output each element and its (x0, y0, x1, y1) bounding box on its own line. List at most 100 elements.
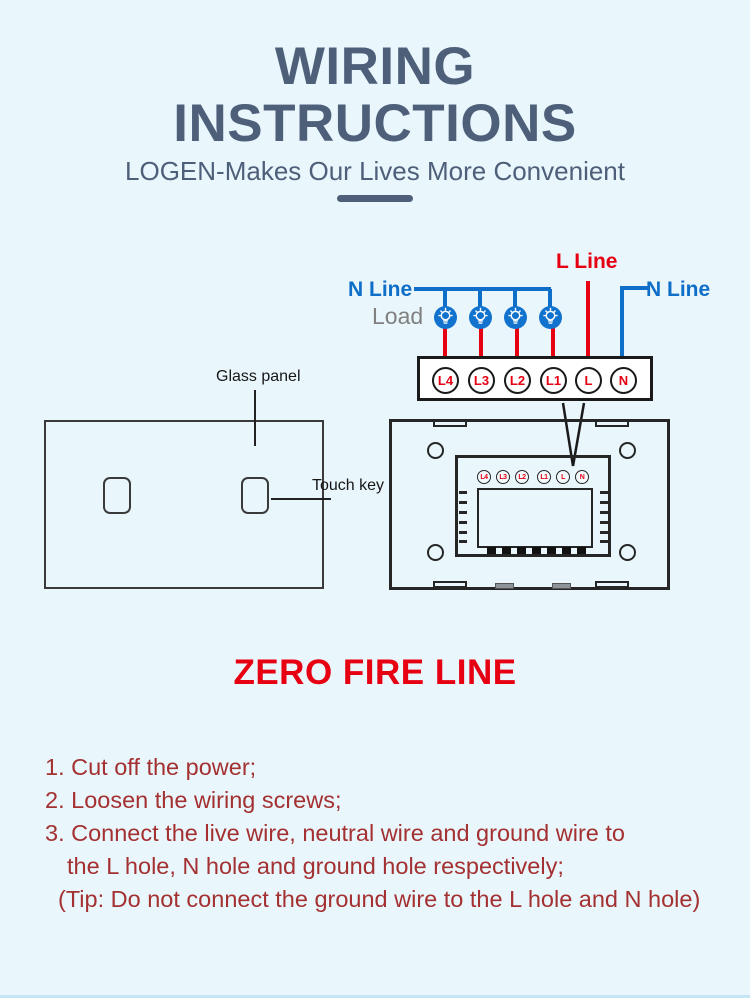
bulb-glyph (543, 307, 558, 324)
page-subtitle: LOGEN-Makes Our Lives More Convenient (125, 156, 625, 186)
step-3: 3. Connect the live wire, neutral wire a… (45, 820, 625, 846)
live-wire (586, 281, 590, 369)
terminal-l2-label: L2 (509, 373, 526, 388)
heatsink-fin (459, 531, 467, 534)
load-wire-l3 (479, 328, 483, 369)
instruction-steps: 1. Cut off the power; 2. Loosen the wiri… (45, 751, 725, 916)
glass-panel-label: Glass panel (216, 368, 301, 385)
clip-tab (495, 583, 514, 589)
terminal-l: L (575, 367, 602, 394)
terminal-l1: L1 (540, 367, 567, 394)
step-3-continued: the L hole, N hole and ground hole respe… (67, 853, 564, 879)
neutral-wire-right-horizontal (620, 286, 648, 290)
switch-back-view (389, 419, 670, 590)
module-terminal-n: N (575, 470, 589, 484)
load-wire-l4 (443, 328, 447, 369)
module-terminal-l3: L3 (496, 470, 510, 484)
neutral-drop-wire (478, 289, 482, 309)
neutral-wire-right-vertical (620, 286, 624, 368)
touch-key-leader-line (271, 498, 331, 500)
light-bulb-icon (434, 306, 457, 329)
module-terminal-l2-label: L2 (518, 473, 526, 481)
light-bulb-icon (469, 306, 492, 329)
module-terminal-l1-label: L1 (540, 473, 548, 481)
heatsink-fin (459, 540, 467, 543)
module-terminal-l2: L2 (515, 470, 529, 484)
light-bulb-icon (504, 306, 527, 329)
touch-key-left (103, 477, 131, 514)
terminal-l-label: L (584, 373, 593, 388)
connector-pin (562, 547, 571, 554)
glass-panel-leader-line (254, 390, 256, 446)
connector-pin (517, 547, 526, 554)
terminal-l1-label: L1 (545, 373, 562, 388)
terminal-l3: L3 (468, 367, 495, 394)
neutral-drop-wire (443, 289, 447, 309)
glass-panel-front-view (44, 420, 324, 589)
neutral-drop-wire (548, 289, 552, 309)
connector-pin (487, 547, 496, 554)
connector-pin (502, 547, 511, 554)
module-terminal-n-label: N (579, 473, 585, 481)
module-terminal-l4: L4 (477, 470, 491, 484)
zero-fire-line-heading: ZERO FIRE LINE (233, 653, 517, 692)
page-title: WIRING INSTRUCTIONS (0, 38, 750, 152)
screw-hole (427, 544, 444, 561)
bulb-glyph (438, 307, 453, 324)
heatsink-fin (600, 491, 608, 494)
l-line-label: L Line (556, 250, 618, 273)
terminal-l3-label: L3 (473, 373, 490, 388)
light-bulb-icon (539, 306, 562, 329)
n-line-left-label: N Line (348, 278, 413, 301)
bottom-strip (0, 995, 750, 998)
heatsink-fin (600, 531, 608, 534)
module-terminal-l1: L1 (537, 470, 551, 484)
mounting-tab (433, 581, 467, 588)
connector-pin (577, 547, 586, 554)
terminal-l2: L2 (504, 367, 531, 394)
terminal-l4-label: L4 (437, 373, 454, 388)
bulb-glyph (508, 307, 523, 324)
heatsink-fin (459, 491, 467, 494)
load-label: Load (372, 303, 424, 329)
heatsink-fin (600, 511, 608, 514)
mounting-tab (433, 420, 467, 427)
clip-tab (552, 583, 571, 589)
terminal-n: N (610, 367, 637, 394)
heatsink-fin (459, 521, 467, 524)
heatsink-fin (459, 511, 467, 514)
screw-hole (427, 442, 444, 459)
touch-key-right (241, 477, 269, 514)
step-1: 1. Cut off the power; (45, 754, 257, 780)
module-terminal-l4-label: L4 (480, 473, 488, 481)
heatsink-fin (600, 501, 608, 504)
load-wire-l1 (551, 328, 555, 369)
page-title-line1: WIRING (274, 37, 476, 96)
mounting-tab (595, 581, 629, 588)
neutral-bus-wire (414, 287, 551, 291)
step-tip: (Tip: Do not connect the ground wire to … (58, 886, 701, 912)
connector-pin (547, 547, 556, 554)
terminal-n-label: N (618, 373, 629, 388)
bulb-glyph (473, 307, 488, 324)
terminal-l4: L4 (432, 367, 459, 394)
relay-box (477, 488, 593, 548)
mounting-tab (595, 420, 629, 427)
heatsink-fin (600, 521, 608, 524)
connector-pin (532, 547, 541, 554)
n-line-right-label: N Line (646, 278, 711, 301)
load-wire-l2 (515, 328, 519, 369)
screw-hole (619, 544, 636, 561)
touch-key-label: Touch key (312, 477, 385, 494)
switch-module (455, 455, 611, 557)
module-terminal-l-label: L (561, 473, 565, 481)
step-2: 2. Loosen the wiring screws; (45, 787, 342, 813)
module-terminal-l: L (556, 470, 570, 484)
neutral-drop-wire (513, 289, 517, 309)
heatsink-fin (600, 540, 608, 543)
screw-hole (619, 442, 636, 459)
title-underline (337, 195, 413, 202)
heatsink-fin (459, 501, 467, 504)
module-terminal-l3-label: L3 (499, 473, 507, 481)
